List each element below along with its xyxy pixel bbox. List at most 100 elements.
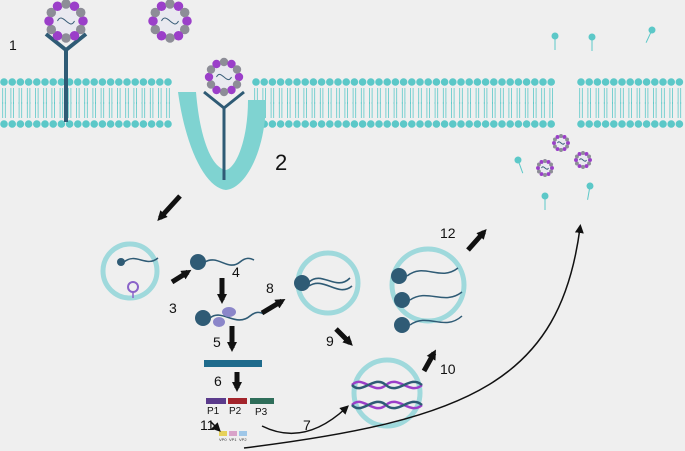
lipid-head — [375, 120, 383, 128]
lipid-head — [285, 78, 293, 86]
step-label-10: 10 — [440, 361, 456, 377]
lipid-head — [659, 120, 667, 128]
progeny-rna-vesicle — [389, 246, 467, 333]
lipid-head — [139, 78, 148, 86]
lipid-head — [57, 78, 66, 86]
lipid-head — [309, 78, 318, 86]
lipid-head — [8, 120, 16, 128]
lipid-fragment — [645, 26, 656, 43]
lipid-head — [432, 78, 441, 86]
lipid-head — [57, 120, 66, 128]
lipid-head — [675, 78, 684, 86]
lipid-head — [164, 120, 172, 128]
lipid-fragment — [514, 156, 524, 174]
lipid-head — [301, 78, 310, 86]
lipid-head — [626, 78, 634, 86]
lipid-head — [24, 78, 33, 86]
lipid-fragment — [586, 182, 594, 200]
lipid-head — [164, 78, 172, 86]
lipid-head — [123, 78, 131, 86]
lipid-head — [33, 120, 41, 128]
step-labels: 1 2 3 4 5 6 7 8 9 10 11 12 — [9, 37, 456, 433]
lipid-head — [41, 78, 49, 86]
lipid-head — [610, 78, 618, 86]
virion-entering — [204, 57, 244, 97]
lipid-head — [41, 120, 49, 128]
arrow-12 — [466, 229, 487, 252]
lipid-head — [465, 78, 474, 86]
viral-rna — [190, 254, 255, 270]
virion-bound — [44, 0, 88, 43]
lipid-head — [424, 120, 433, 128]
lipid-head — [334, 78, 342, 86]
lipid-head — [634, 78, 643, 86]
lipid-head — [301, 120, 310, 128]
lipid-head — [156, 120, 164, 128]
lipid-head — [293, 120, 301, 128]
lipid-head — [147, 78, 156, 86]
lipid-head — [350, 78, 359, 86]
lipid-head — [115, 120, 123, 128]
lipid-head — [106, 78, 115, 86]
lipid-head — [276, 78, 285, 86]
flow-arrows — [157, 194, 487, 392]
lipid-head — [16, 120, 25, 128]
arrow-9 — [334, 327, 353, 346]
arrow-11 — [209, 420, 221, 432]
capsid-protein-boxes — [219, 431, 247, 436]
lipid-head — [276, 120, 285, 128]
cell-membrane — [0, 78, 684, 128]
step-label-4: 4 — [232, 264, 240, 280]
lipid-head — [642, 120, 651, 128]
lipid-head — [399, 78, 408, 86]
lipid-head — [74, 78, 82, 86]
lipid-head — [416, 120, 424, 128]
lipid-head — [147, 120, 156, 128]
lipid-head — [539, 120, 547, 128]
virions — [44, 0, 592, 177]
lipid-head — [667, 78, 675, 86]
progeny-virion — [536, 159, 554, 177]
lipid-head — [391, 120, 400, 128]
double-stranded-rna-vesicle — [351, 357, 423, 429]
vp0-label: VP0 — [219, 437, 227, 442]
thin-arrows — [209, 224, 584, 449]
lipid-head — [399, 120, 408, 128]
lipid-head — [618, 78, 626, 86]
lipid-head — [350, 120, 359, 128]
lipid-head — [375, 78, 383, 86]
lipid-head — [268, 120, 277, 128]
step-label-11: 11 — [200, 417, 215, 433]
lipid-head — [416, 78, 424, 86]
p2-label: P2 — [229, 406, 242, 417]
lipid-head — [424, 78, 433, 86]
lipid-head — [506, 120, 514, 128]
arrow-to-vesicle — [157, 194, 182, 221]
lipid-head — [123, 120, 131, 128]
lipid-head — [285, 120, 293, 128]
vp1-label: VP1 — [229, 437, 237, 442]
lipid-head — [98, 78, 107, 86]
lipid-head — [139, 120, 148, 128]
lipid-head — [514, 120, 523, 128]
polyprotein-bar — [204, 360, 262, 367]
lipid-head — [342, 78, 351, 86]
lipid-head — [90, 120, 98, 128]
lipid-head — [473, 78, 482, 86]
lipid-head — [642, 78, 651, 86]
replication-vesicle — [294, 250, 361, 316]
cleaved-proteins — [206, 398, 274, 404]
lipid-head — [457, 78, 465, 86]
lipid-head — [115, 78, 123, 86]
step-label-7: 7 — [303, 417, 311, 433]
vp2-label: VP2 — [239, 437, 247, 442]
lipid-head — [498, 78, 506, 86]
lipid-head — [98, 120, 107, 128]
lipid-head — [252, 78, 260, 86]
lipid-head — [514, 78, 523, 86]
lipid-head — [90, 78, 98, 86]
lipid-head — [309, 120, 318, 128]
lipid-head — [449, 78, 457, 86]
arrow-8 — [260, 298, 286, 316]
